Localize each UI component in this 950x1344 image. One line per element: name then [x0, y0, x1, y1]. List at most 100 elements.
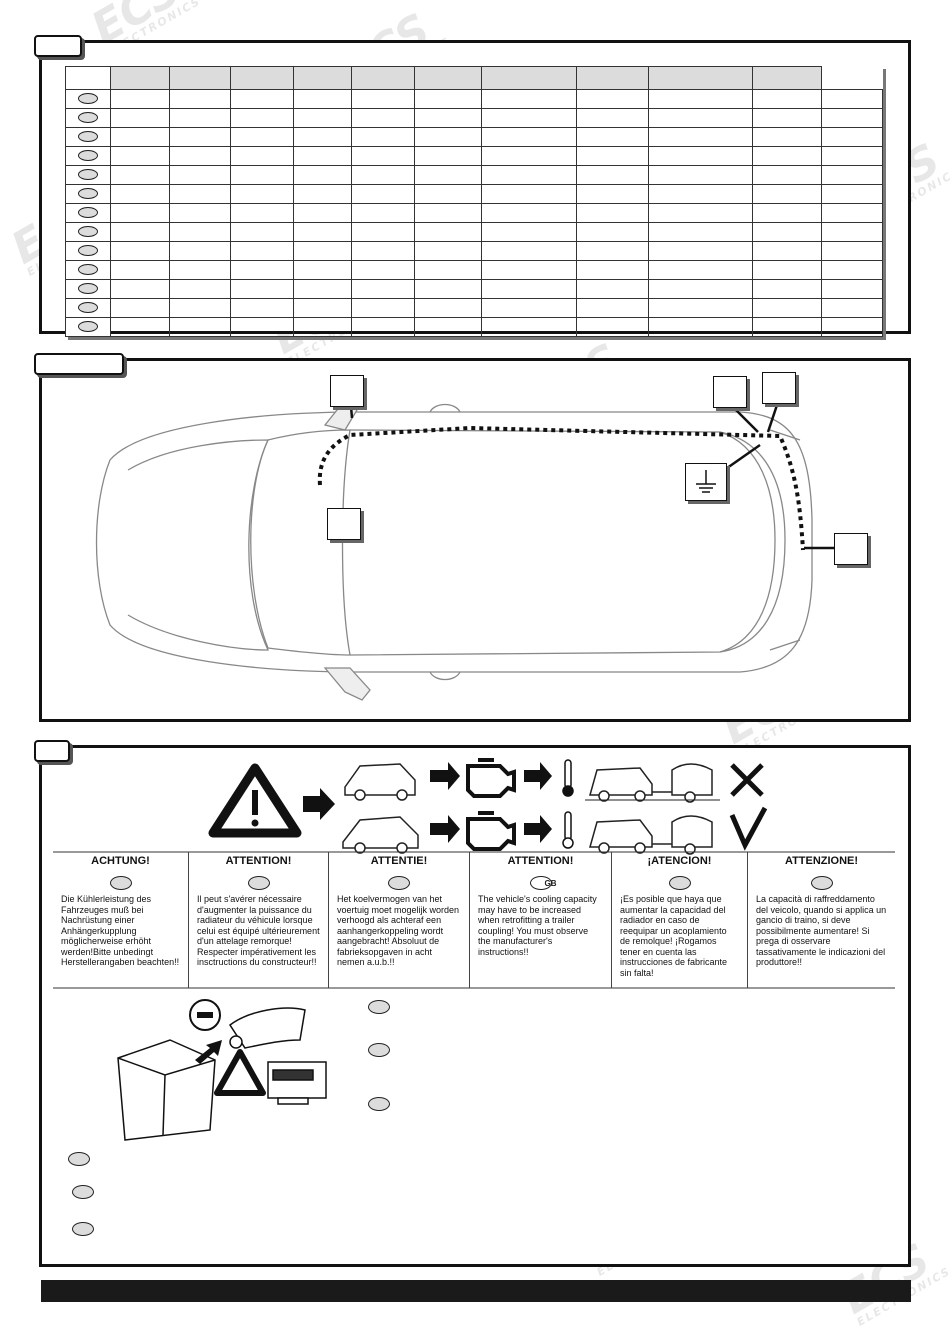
warning-column-it: ATTENZIONE! La capacità di raffreddament… [748, 852, 895, 988]
table-cell [110, 89, 170, 109]
instructions-panel [39, 745, 911, 1267]
table-cell [351, 298, 415, 318]
table-cell [414, 298, 482, 318]
table-cell [110, 222, 170, 242]
table-cell [481, 298, 577, 318]
language-badge [78, 207, 98, 219]
table-cell [293, 203, 352, 223]
table-cell [576, 279, 649, 299]
table-cell [821, 298, 883, 318]
table-cell [293, 127, 352, 147]
table-cell [414, 127, 482, 147]
warning-title: ¡ATENCION! [647, 855, 712, 867]
table-cell [752, 260, 822, 280]
warning-title: ATTENTION! [225, 855, 292, 867]
warning-column-es: ¡ATENCION! ¡Es posible que haya que aume… [612, 852, 748, 988]
table-cell [752, 108, 822, 128]
table-cell [169, 146, 231, 166]
table-row [65, 108, 883, 128]
language-badge [78, 226, 98, 238]
table-cell [110, 127, 170, 147]
step-badge [72, 1222, 94, 1236]
ground-icon [696, 470, 716, 493]
warning-text: La capacità di raffreddamento del veicol… [756, 894, 887, 967]
table-cell [821, 146, 883, 166]
footer-bar [41, 1280, 911, 1302]
table-cell [351, 89, 415, 109]
wiring-table [65, 66, 883, 337]
table-cell [110, 146, 170, 166]
language-badge [109, 876, 132, 890]
table-cell [230, 203, 294, 223]
table-cell [169, 222, 231, 242]
table-cell [351, 165, 415, 185]
table-cell [293, 317, 352, 337]
table-cell [351, 241, 415, 261]
table-cell [576, 89, 649, 109]
callout-box-4 [762, 372, 796, 404]
language-badge [388, 876, 410, 890]
table-cell [230, 241, 294, 261]
table-cell [110, 298, 170, 318]
table-cell [821, 279, 883, 299]
table-cell [481, 165, 577, 185]
table-cell [821, 89, 883, 109]
table-cell [821, 222, 883, 242]
table-cell [414, 108, 482, 128]
table-cell [576, 203, 649, 223]
table-cell [293, 222, 352, 242]
language-badge [78, 131, 98, 143]
language-badge [78, 283, 98, 295]
table-cell [414, 184, 482, 204]
language-badge [78, 112, 98, 124]
table-cell [481, 108, 577, 128]
table-cell [414, 260, 482, 280]
table-cell [110, 108, 170, 128]
table-cell [576, 222, 649, 242]
warning-text: Il peut s'avérer nécessaire d'augmenter … [197, 894, 320, 967]
table-cell [293, 146, 352, 166]
table-cell [821, 184, 883, 204]
table-cell [752, 298, 822, 318]
table-cell [110, 203, 170, 223]
table-cell [648, 317, 753, 337]
table-cell [351, 146, 415, 166]
table-cell [648, 222, 753, 242]
step-badge [368, 1043, 390, 1057]
table-cell [293, 241, 352, 261]
table-cell [293, 279, 352, 299]
table-cell [576, 165, 649, 185]
table-cell [351, 222, 415, 242]
table-row [65, 89, 883, 109]
table-cell [481, 184, 577, 204]
warning-column-gb: ATTENTION! GB The vehicle's cooling capa… [470, 852, 612, 988]
language-badge [78, 245, 98, 257]
table-cell [230, 222, 294, 242]
table-cell [110, 165, 170, 185]
table-cell [752, 184, 822, 204]
table-cell [169, 108, 231, 128]
table-cell [351, 260, 415, 280]
table-cell [414, 146, 482, 166]
table-header-row [65, 66, 883, 90]
language-badge [247, 876, 270, 890]
table-cell [293, 260, 352, 280]
table-cell [414, 279, 482, 299]
table-cell [576, 184, 649, 204]
table-cell [752, 165, 822, 185]
language-badge [78, 169, 98, 181]
table-cell [481, 279, 577, 299]
table-cell [648, 89, 753, 109]
table-cell [752, 222, 822, 242]
table-cell [230, 317, 294, 337]
table-cell [414, 317, 482, 337]
table-cell [351, 108, 415, 128]
table-cell [110, 317, 170, 337]
table-cell [481, 241, 577, 261]
table-cell [576, 260, 649, 280]
language-badge [78, 321, 98, 333]
table-cell [110, 260, 170, 280]
step-badge [68, 1152, 90, 1166]
table-row [65, 279, 883, 299]
warning-column-de: ACHTUNG! Die Kühlerleistung des Fahrzeug… [53, 852, 189, 988]
